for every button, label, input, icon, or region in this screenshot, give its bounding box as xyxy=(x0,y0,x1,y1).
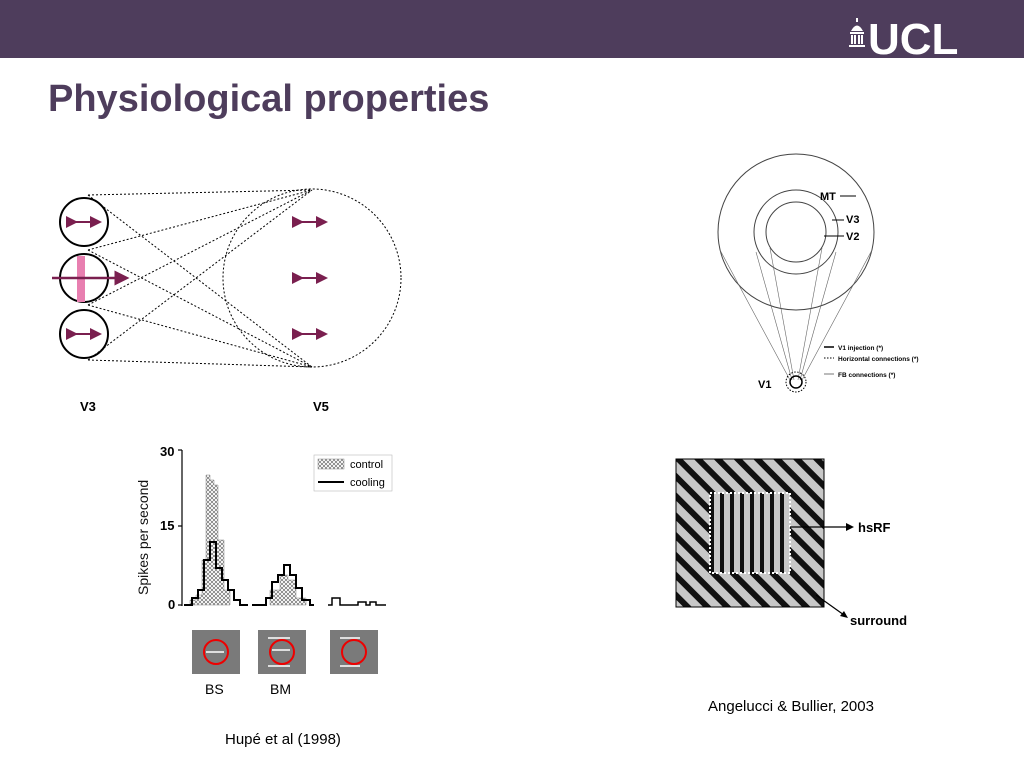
ring-v2 xyxy=(765,201,827,263)
caption-angelucci: Angelucci & Bullier, 2003 xyxy=(708,698,874,715)
center-grating xyxy=(710,493,790,573)
v5-label: V5 xyxy=(313,399,329,414)
y-axis-label: Spikes per second xyxy=(135,480,151,595)
ring-label-v3: V3 xyxy=(846,214,859,226)
direction-arrows xyxy=(66,216,328,340)
cortical-rings-diagram: V1 MT V3 V2 V1 injection (*) Horizontal … xyxy=(717,153,919,393)
portico-icon xyxy=(849,18,865,47)
stimulus-icons xyxy=(192,630,378,674)
v1-injection-site xyxy=(789,375,803,389)
label-surround: surround xyxy=(850,613,907,628)
v3-rf-bottom xyxy=(59,309,109,359)
v3-rf-top xyxy=(59,197,109,247)
control-histogram-bs xyxy=(189,474,231,606)
grating-diagram: hsRF surround xyxy=(675,458,907,628)
ring-v3 xyxy=(753,189,839,275)
ring-mt xyxy=(717,153,875,311)
projection-lines xyxy=(87,189,313,368)
ring-label-v2: V2 xyxy=(846,231,859,243)
v3-label: V3 xyxy=(80,399,96,414)
legend-control-swatch xyxy=(317,458,345,470)
page-title: Physiological properties xyxy=(48,78,490,120)
legend-control-label: control xyxy=(350,459,383,471)
logo-text: UCL xyxy=(868,15,958,58)
legend-cooling-label: cooling xyxy=(350,477,385,489)
center-label-v1: V1 xyxy=(758,379,771,391)
ring-label-mt: MT xyxy=(820,191,836,203)
y-tick-30: 30 xyxy=(160,444,174,459)
histogram-figure: Spikes per second 30 15 0 control coolin… xyxy=(135,444,393,697)
cooling-histogram-bs xyxy=(184,541,248,606)
y-tick-0: 0 xyxy=(168,597,175,612)
cooling-histogram-bm xyxy=(252,564,314,606)
condition-label-bm: BM xyxy=(270,681,291,697)
ucl-logo: UCL xyxy=(849,15,958,58)
cooling-histogram-third xyxy=(328,597,386,606)
control-histogram-bm xyxy=(269,574,307,606)
y-tick-15: 15 xyxy=(160,518,174,533)
anatomy-legend: V1 injection (*) Horizontal connections … xyxy=(824,345,919,379)
condition-label-bs: BS xyxy=(205,681,224,697)
caption-hupe: Hupé et al (1998) xyxy=(225,731,341,748)
legend-horizontal: Horizontal connections (*) xyxy=(838,356,919,363)
legend-box xyxy=(313,454,393,492)
legend-fb: FB connections (*) xyxy=(838,372,895,379)
v5-receptive-field xyxy=(222,188,402,368)
rf-diagram xyxy=(52,188,402,368)
legend-v1-injection: V1 injection (*) xyxy=(838,345,883,352)
label-hsrf: hsRF xyxy=(858,520,891,535)
